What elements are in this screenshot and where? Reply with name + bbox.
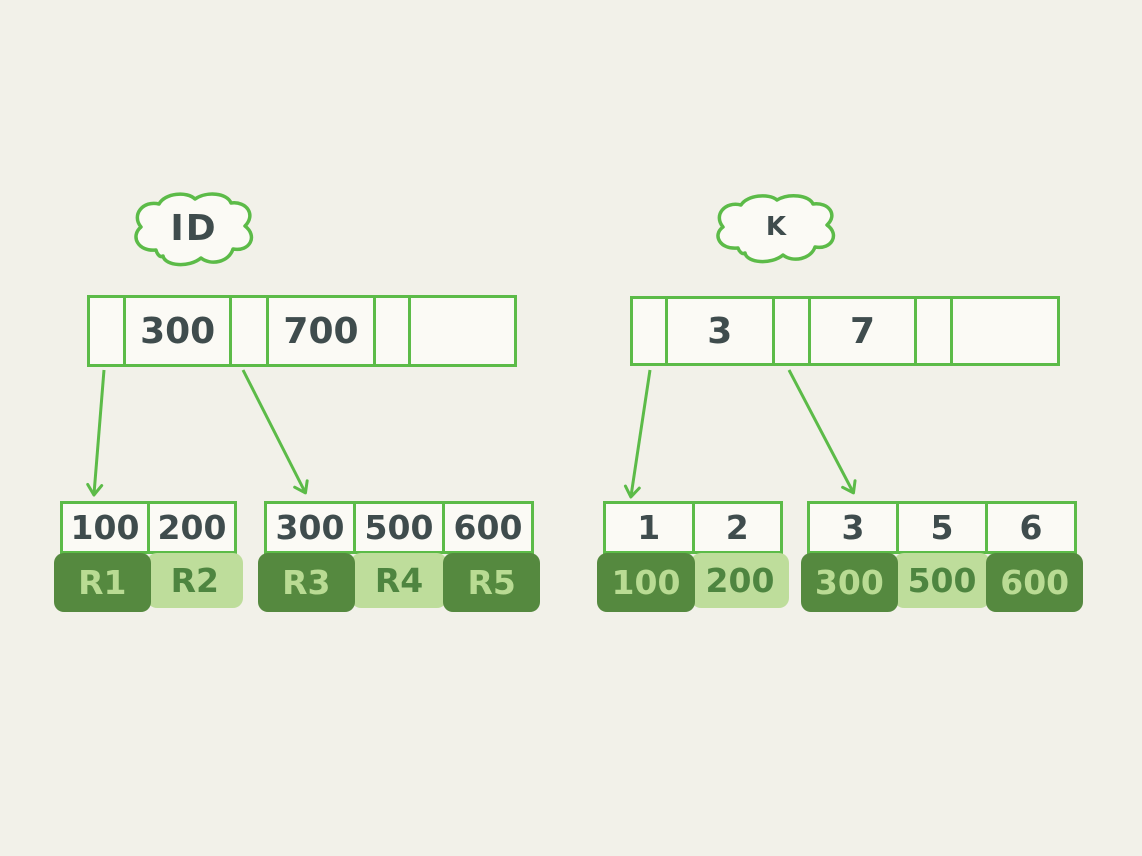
key-cell: 3	[810, 504, 899, 551]
key-cell: 1	[606, 504, 695, 551]
leaf-keys-row: 300 500 600	[264, 501, 534, 554]
k-index-label: K	[765, 212, 787, 242]
leaf-keys-row: 1 2	[603, 501, 783, 554]
pointer-cell	[90, 298, 126, 364]
record-block: R3	[258, 553, 355, 612]
key-cell: 2	[725, 508, 749, 547]
record-block: R2	[146, 553, 243, 608]
record-block: 200	[691, 553, 789, 608]
key-cell: 500	[356, 504, 445, 551]
key-cell: 300	[126, 298, 233, 364]
id-leaf-node-2: 300 500 600 R3 R4 R5	[258, 501, 541, 612]
pointer-cell	[633, 299, 668, 363]
pointer-cell	[376, 298, 411, 364]
record-block: R5	[443, 553, 541, 612]
key-cell: 5	[899, 504, 988, 551]
key-cell: 300	[267, 504, 356, 551]
id-root-node: 300 700	[87, 295, 517, 367]
k-root-node: 3 7	[630, 296, 1060, 366]
record-block: R1	[54, 553, 151, 612]
key-cell: 7	[811, 299, 918, 363]
k-index-cloud: K	[706, 192, 846, 268]
key-cell: 100	[63, 504, 150, 551]
record-block: 300	[801, 553, 898, 612]
empty-cell	[411, 298, 514, 364]
leaf-records-row: R3 R4 R5	[258, 553, 541, 612]
pointer-cell	[775, 299, 811, 363]
id-leaf-node-1: 100 200 R1 R2	[54, 501, 243, 612]
k-leaf-node-2: 3 5 6 300 500 600	[801, 501, 1084, 612]
record-block: 600	[986, 553, 1084, 612]
key-cell: 700	[269, 298, 376, 364]
id-index-cloud: ID	[124, 190, 264, 272]
pointer-cell	[232, 298, 270, 364]
id-index-label: ID	[170, 207, 218, 249]
key-cell: 200	[157, 508, 227, 547]
record-block: 500	[893, 553, 991, 608]
record-block: R4	[350, 553, 448, 608]
arrow-k-root-to-leaf2	[787, 369, 857, 495]
leaf-records-row: R1 R2	[54, 553, 243, 612]
leaf-keys-row: 3 5 6	[807, 501, 1077, 554]
cloud-outline-icon	[134, 192, 254, 267]
record-block: 100	[597, 553, 695, 612]
pointer-cell	[917, 299, 954, 363]
cloud-outline-icon	[716, 194, 836, 264]
key-cell: 6	[1019, 508, 1043, 547]
arrow-id-root-to-leaf2	[241, 369, 309, 495]
k-leaf-node-1: 1 2 100 200	[597, 501, 789, 612]
empty-cell	[953, 299, 1057, 363]
leaf-records-row: 300 500 600	[801, 553, 1084, 612]
arrow-k-root-to-leaf1	[623, 369, 652, 499]
key-cell: 3	[668, 299, 775, 363]
key-cell: 600	[453, 508, 523, 547]
arrow-id-root-to-leaf1	[86, 369, 106, 497]
leaf-keys-row: 100 200	[60, 501, 237, 554]
leaf-records-row: 100 200	[597, 553, 789, 612]
